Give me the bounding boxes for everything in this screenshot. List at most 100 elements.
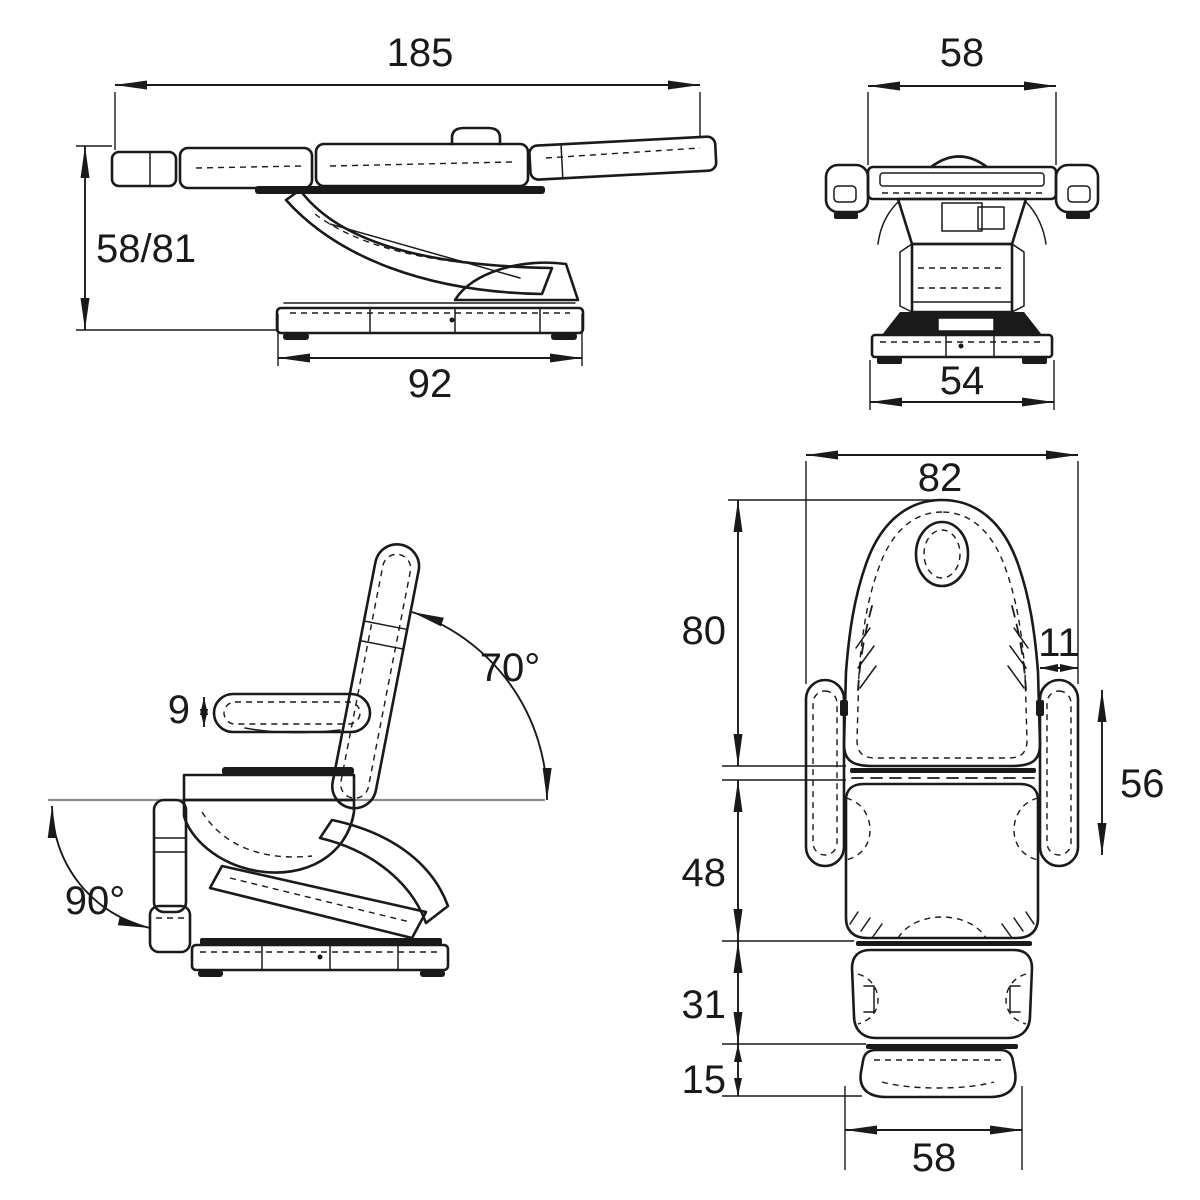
- column-flange: [1011, 243, 1025, 313]
- backrest-inner-seam: [339, 553, 412, 799]
- chair-art-front: [824, 155, 1100, 364]
- dim-armrest-length-label: 56: [1120, 762, 1165, 806]
- armrest-right-top: [1038, 678, 1080, 868]
- seat-scoop-seam: [201, 811, 313, 858]
- footrest-pad: [148, 904, 192, 954]
- base-bolt: [317, 954, 323, 960]
- angle-arc: [47, 805, 151, 929]
- column-flange: [899, 243, 913, 313]
- dim-seat-width-label: 58: [912, 1136, 957, 1180]
- armrest-knob-detail: [833, 185, 857, 203]
- base-foot: [551, 333, 577, 340]
- dim-width-top-label: 58: [940, 31, 985, 75]
- lift-arm-upper: [284, 188, 554, 296]
- dim-seat-width: 58: [844, 1086, 1023, 1180]
- base-foot: [420, 970, 445, 977]
- armrest-left-top: [804, 678, 846, 868]
- view-front: 58 54: [824, 31, 1100, 410]
- seat-top-rail: [222, 767, 354, 775]
- dim-height-range: 58/81: [76, 145, 277, 331]
- dim-width-base-label: 54: [940, 359, 985, 403]
- backrest-inner-seam: [856, 511, 1028, 759]
- headrest-seam: [359, 639, 405, 650]
- headrest-bump: [929, 155, 989, 169]
- dim-armrest-width: 11: [1038, 621, 1080, 672]
- base-top-rail: [200, 938, 442, 945]
- face-hole-seam: [923, 529, 961, 579]
- dim-legrest-length: 31: [682, 941, 743, 1044]
- legrest-top: [850, 948, 1034, 1040]
- dim-armrest-height: 9: [168, 688, 208, 732]
- dim-width-top: 58: [867, 31, 1057, 165]
- seat-support: [896, 197, 1028, 246]
- lift-arm-seam: [229, 877, 411, 923]
- seat-block: [182, 773, 356, 802]
- base-plate: [870, 333, 1054, 359]
- legrest-cutout: [1005, 973, 1027, 1025]
- headrest-seam: [363, 620, 408, 631]
- dim-backrest-length-label: 80: [682, 609, 727, 653]
- armrest-seam: [223, 701, 361, 725]
- dim-armrest-length: 56: [1097, 690, 1165, 855]
- seat-pad: [314, 142, 530, 188]
- seat-cutout: [1013, 797, 1039, 861]
- chair-art-top: [804, 498, 1080, 1099]
- base-bolt: [958, 343, 964, 349]
- seat-top: [844, 782, 1040, 940]
- seam-line: [560, 143, 564, 180]
- armrest-knob-detail: [1067, 185, 1091, 203]
- dim-seat-length: 48: [682, 780, 743, 941]
- dim-seat-length-label: 48: [682, 851, 727, 895]
- dim-base-length-label: 92: [408, 362, 453, 406]
- armrest-mount: [1036, 700, 1044, 716]
- footrest-top: [859, 1048, 1017, 1099]
- base-foot: [877, 357, 902, 364]
- dim-legrest-length-label: 31: [682, 983, 727, 1027]
- armrest-shade: [244, 727, 341, 734]
- backrest-headrest-top: [842, 498, 1042, 768]
- lift-arm-seam: [314, 213, 521, 268]
- chair-art-side-flat: [110, 126, 718, 340]
- base-bolt: [449, 317, 455, 323]
- back-pad: [178, 146, 314, 190]
- base-foot: [1022, 357, 1047, 364]
- dim-length-overall: 185: [114, 31, 701, 150]
- seat-scoop: [182, 798, 356, 874]
- cushion-seam: [195, 165, 303, 169]
- lift-arm-lower: [453, 261, 580, 302]
- hinge-bar: [850, 768, 1036, 773]
- stitch-hatch: [855, 627, 877, 689]
- legrest-cutout: [857, 973, 879, 1025]
- seat-front-contour: [897, 916, 987, 939]
- dim-length-overall-label: 185: [387, 31, 454, 75]
- view-side-flat: 185 58/81 92: [76, 31, 718, 406]
- legrest-bracket: [863, 985, 875, 1013]
- backrest-group: [330, 543, 421, 810]
- armrest-knob-foot: [834, 212, 858, 219]
- dim-width-overall: 82: [805, 450, 1079, 684]
- dim-footrest-length: 15: [682, 1044, 742, 1102]
- armrest-knob-foot: [1066, 212, 1090, 219]
- dim-height-range-label: 58/81: [96, 227, 196, 271]
- face-hole: [914, 520, 970, 588]
- headrest-pad: [110, 150, 178, 188]
- dim-width-base: 54: [869, 359, 1055, 410]
- support-notch: [941, 202, 983, 232]
- dim-backrest-length: 80: [682, 499, 938, 766]
- legrest: [152, 798, 188, 914]
- armrest-knob-right: [1054, 163, 1100, 214]
- dim-armrest-width-label: 11: [1038, 621, 1080, 665]
- stitch-hatch: [1001, 911, 1035, 939]
- leg-pad: [528, 135, 718, 181]
- support-arm: [877, 201, 899, 245]
- dim-backrest-angle: 70°: [411, 611, 552, 801]
- base-frame: [275, 306, 585, 335]
- table-top-edge: [866, 165, 1058, 201]
- bolster-seam: [857, 605, 873, 691]
- view-side-chair: 70° 90° 9: [47, 543, 552, 977]
- hinge-bar: [856, 941, 1032, 946]
- armrest-knob-left: [824, 163, 870, 214]
- cushion-seam: [329, 161, 513, 167]
- dim-footrest-angle: 90°: [47, 805, 151, 929]
